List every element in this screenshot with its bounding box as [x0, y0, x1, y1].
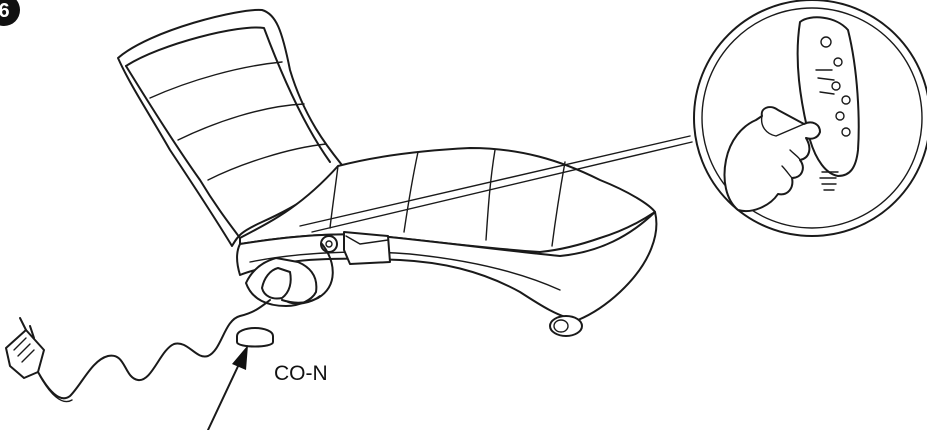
chaise-lounge-chair	[117, 8, 658, 337]
callout-line-lower	[311, 141, 693, 233]
power-adapter	[5, 299, 271, 403]
remote-detail-callout	[693, 0, 927, 237]
step-badge: 6	[0, 0, 20, 26]
co-n-cap	[236, 327, 274, 348]
pointing-hand	[723, 106, 821, 212]
indicator-arrow	[207, 345, 248, 430]
step-number: 6	[0, 0, 10, 22]
part-label: CO-N	[274, 362, 328, 385]
callout-line-upper	[299, 135, 691, 227]
